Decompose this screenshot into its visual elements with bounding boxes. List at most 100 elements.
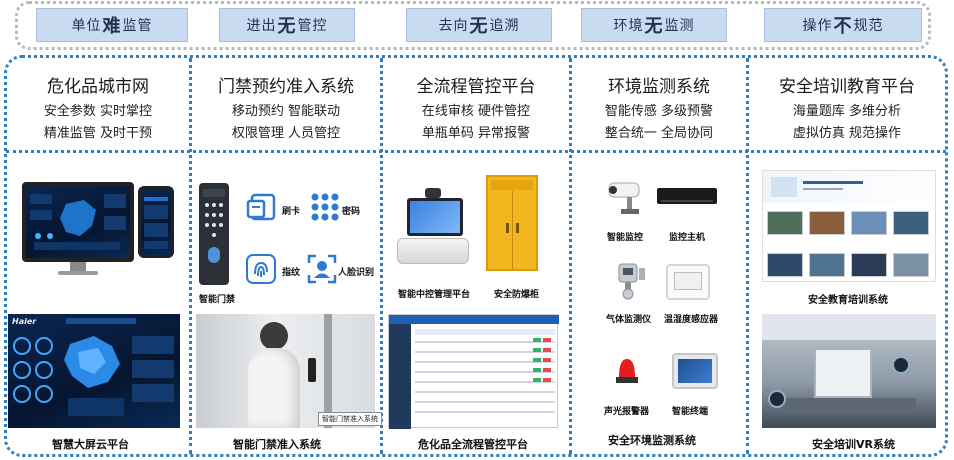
terminal-camera xyxy=(425,188,441,198)
column-feature-line: 安全参数 实时掌控 xyxy=(43,104,153,119)
caption-card: 刷卡 xyxy=(282,207,301,217)
portal-banner xyxy=(763,171,935,203)
big-screen-image: Haier xyxy=(8,314,180,428)
column-title-training: 安全培训教育平台 xyxy=(779,77,915,97)
portal-banner-title xyxy=(803,181,863,184)
terminal-screen xyxy=(407,198,463,236)
tag-text: 管控 xyxy=(297,18,328,34)
tag-operation: 操作不规范 xyxy=(764,8,922,42)
tag-text: 规范 xyxy=(853,18,884,34)
door-lock-display xyxy=(203,189,225,197)
column-feature-line: 移动预约 智能联动 xyxy=(231,104,341,119)
keypad-icon xyxy=(311,193,339,221)
monitor-image xyxy=(22,182,134,278)
tag-strong: 无 xyxy=(469,16,489,37)
column-divider xyxy=(746,58,749,454)
course-thumbnail xyxy=(809,211,845,235)
cabinet-handle xyxy=(516,223,519,233)
cabinet-door-seam xyxy=(512,191,513,269)
fingerprint-sensor xyxy=(208,247,220,263)
door-lock-device xyxy=(199,183,229,285)
tag-text: 追溯 xyxy=(489,18,520,34)
caption-gas-detector: 气体监测仪 xyxy=(606,315,652,325)
caption-password: 密码 xyxy=(342,207,361,217)
horizontal-divider xyxy=(6,150,946,153)
tag-text: 去向 xyxy=(438,18,469,34)
tag-strong: 无 xyxy=(277,16,297,37)
thermo-display xyxy=(674,272,702,290)
door-reader xyxy=(308,358,316,382)
terminal-base xyxy=(397,238,469,264)
column-divider xyxy=(380,58,383,454)
vr-training-screenshot xyxy=(762,314,936,428)
fingerprint-icon xyxy=(246,254,276,284)
top-band-frame xyxy=(15,1,931,50)
caption-thermo-hygrometer: 温湿度感应器 xyxy=(664,315,719,325)
phone-image xyxy=(138,186,174,258)
column-feature-line: 整合统一 全局协同 xyxy=(604,126,714,141)
caption-cabinet: 安全防爆柜 xyxy=(494,290,540,300)
caption-nvr-host: 监控主机 xyxy=(669,233,706,243)
big-screen-graphic xyxy=(13,336,174,416)
terminal-device-image xyxy=(397,188,469,270)
course-thumbnail xyxy=(767,211,803,235)
platform-screenshot xyxy=(388,314,559,429)
caption-education-system: 安全教育培训系统 xyxy=(808,295,888,306)
vr-ceiling xyxy=(762,314,936,340)
column-feature-line: 虚拟仿真 规范操作 xyxy=(792,126,902,141)
caption-access-system: 智能门禁准入系统 xyxy=(233,438,321,451)
caption-camera: 智能监控 xyxy=(607,233,644,243)
tag-unit-supervision: 单位难监管 xyxy=(36,8,188,42)
monitor-stand xyxy=(70,262,86,272)
course-thumbnail xyxy=(809,253,845,277)
course-thumbnail xyxy=(851,211,887,235)
column-feature-line: 单瓶单码 异常报警 xyxy=(421,126,531,141)
person-body xyxy=(248,348,300,428)
caption-alarm: 声光报警器 xyxy=(604,407,650,417)
portal-banner-subtitle xyxy=(803,188,843,190)
cabinet-handle xyxy=(506,223,509,233)
course-thumbnail xyxy=(851,253,887,277)
tag-text: 监管 xyxy=(122,18,153,34)
caption-control-platform: 智能中控管理平台 xyxy=(398,290,471,300)
smart-terminal-image xyxy=(672,353,718,389)
caption-big-screen: 智慧大屏云平台 xyxy=(52,438,129,451)
door-access-photo: 智能门禁准入系统 xyxy=(196,314,382,428)
gas-detector-image xyxy=(618,263,645,300)
course-thumbnail xyxy=(767,253,803,277)
tag-environment: 环境无监测 xyxy=(581,8,727,42)
platform-sidebar xyxy=(389,324,411,429)
caption-environment-system: 安全环境监测系统 xyxy=(608,434,696,447)
column-feature-line: 权限管理 人员管控 xyxy=(231,126,341,141)
column-feature-line: 精准监管 及时干预 xyxy=(43,126,153,141)
phone-dashboard-graphic xyxy=(144,197,168,249)
monitor-screen xyxy=(22,182,134,262)
platform-table-graphic xyxy=(415,329,555,413)
person-head xyxy=(260,322,288,350)
caption-smart-door: 智能门禁 xyxy=(199,295,236,305)
terminal-screen-content xyxy=(410,201,460,233)
caption-fingerprint: 指纹 xyxy=(282,268,301,278)
column-feature-line: 智能传感 多级预警 xyxy=(604,104,714,119)
card-swipe-icon xyxy=(246,193,276,221)
tag-strong: 无 xyxy=(644,16,664,37)
column-feature-line: 海量题库 多维分析 xyxy=(792,104,902,119)
vr-lab-bench xyxy=(782,398,916,414)
brand-logo: Haier xyxy=(12,317,37,326)
tag-text: 进出 xyxy=(246,18,277,34)
smart-terminal-screen xyxy=(678,359,712,383)
door-frame xyxy=(324,314,332,428)
photo-tag: 智能门禁准入系统 xyxy=(318,412,382,426)
cabinet-label-plate xyxy=(491,180,533,190)
door-lock-keypad xyxy=(205,203,223,237)
tag-text: 操作 xyxy=(802,18,833,34)
column-divider xyxy=(189,58,192,454)
nvr-host-image xyxy=(657,188,717,204)
column-title-city-network: 危化品城市网 xyxy=(47,77,149,97)
tag-access-control: 进出无管控 xyxy=(219,8,355,42)
vr-action-button xyxy=(768,390,786,408)
course-thumbnail xyxy=(893,211,929,235)
tag-text: 监测 xyxy=(664,18,695,34)
face-recognition-icon xyxy=(307,254,337,284)
explosion-proof-cabinet xyxy=(486,175,538,271)
